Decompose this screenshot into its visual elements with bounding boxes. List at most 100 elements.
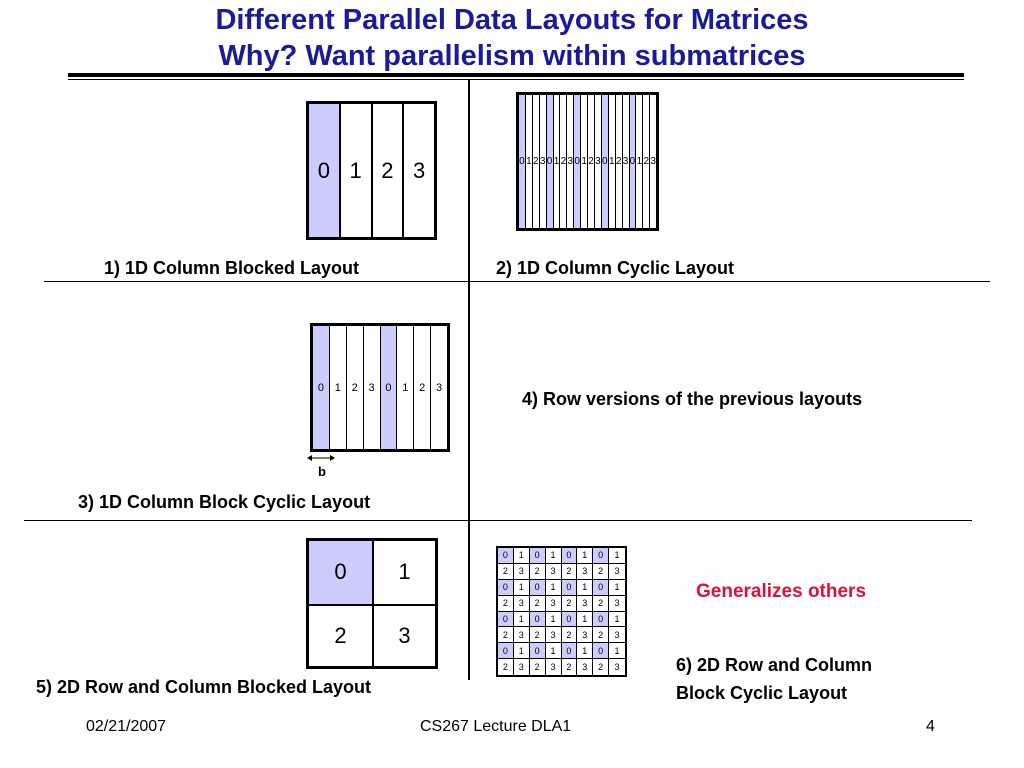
horizontal-divider-1 bbox=[44, 281, 990, 282]
blocked-2d-diagram: 0 1 2 3 bbox=[306, 538, 438, 669]
column-block: 2 bbox=[370, 104, 403, 237]
block-cyclic-cell: 1 bbox=[609, 612, 625, 628]
block-cyclic-cell: 3 bbox=[577, 659, 594, 675]
block-cyclic-2d-caption-line2: Block Cyclic Layout bbox=[676, 683, 848, 703]
horizontal-divider-2 bbox=[24, 520, 972, 521]
block-cyclic-cell: 1 bbox=[545, 611, 562, 628]
block-cyclic-column: 2 bbox=[413, 326, 431, 449]
cyclic-column: 0 bbox=[545, 95, 553, 228]
block-cyclic-cell: 3 bbox=[614, 662, 620, 673]
footer-date: 02/21/2007 bbox=[86, 718, 167, 735]
block-cyclic-column: 0 bbox=[379, 326, 397, 449]
cyclic-column: 2 bbox=[642, 95, 650, 228]
block-cyclic-cell: 1 bbox=[577, 611, 594, 628]
block-cyclic-cell: 0 bbox=[593, 643, 610, 660]
block-cyclic-cell: 2 bbox=[561, 627, 578, 644]
block-width-arrow bbox=[307, 455, 335, 461]
slide-title-line2: Why? Want parallelism within submatrices bbox=[218, 40, 806, 72]
block-cyclic-cell: 2 bbox=[498, 563, 514, 580]
block-cyclic-cell: 3 bbox=[513, 563, 530, 580]
block-cyclic-cell: 0 bbox=[529, 548, 546, 564]
cyclic-column: 3 bbox=[593, 95, 601, 228]
block-cyclic-cell: 1 bbox=[513, 579, 530, 596]
block-cyclic-cell: 1 bbox=[577, 579, 594, 596]
block-cyclic-column: 0 bbox=[313, 326, 329, 449]
cyclic-column: 0 bbox=[628, 95, 636, 228]
block-cyclic-cell: 0 bbox=[529, 643, 546, 660]
block-cyclic-cell: 2 bbox=[593, 627, 610, 644]
title-underline-thin bbox=[68, 79, 964, 80]
block-cyclic-cell: 1 bbox=[513, 611, 530, 628]
block-cyclic-cell: 3 bbox=[513, 627, 530, 644]
block-cyclic-cell: 2 bbox=[529, 563, 546, 580]
vertical-divider bbox=[468, 80, 470, 680]
cyclic-column: 2 bbox=[531, 95, 539, 228]
block-cyclic-cell: 1 bbox=[577, 643, 594, 660]
block-cyclic-cell: 2 bbox=[561, 595, 578, 612]
blocked-2d-cell: 0 bbox=[309, 541, 372, 604]
block-cyclic-cell: 1 bbox=[609, 548, 625, 564]
cyclic-column: 2 bbox=[587, 95, 594, 228]
cyclic-column: 1 bbox=[524, 95, 532, 228]
cyclic-column: 0 bbox=[573, 95, 581, 228]
block-cyclic-cell: 2 bbox=[593, 595, 610, 612]
cyclic-column: 2 bbox=[559, 95, 567, 228]
block-cyclic-column: 3 bbox=[430, 326, 447, 449]
block-cyclic-cell: 0 bbox=[561, 548, 578, 564]
block-cyclic-cell: 1 bbox=[609, 580, 625, 596]
blocked-2d-caption: 5) 2D Row and Column Blocked Layout bbox=[36, 677, 372, 697]
block-cyclic-cell: 0 bbox=[593, 611, 610, 628]
cyclic-column: 0 bbox=[519, 95, 525, 228]
block-cyclic-cell: 3 bbox=[609, 564, 625, 580]
slide-title-line1: Different Parallel Data Layouts for Matr… bbox=[215, 4, 809, 36]
cyclic-column: 0 bbox=[600, 95, 608, 228]
column-block: 1 bbox=[338, 104, 371, 237]
block-cyclic-column: 3 bbox=[362, 326, 380, 449]
cyclic-column: 1 bbox=[552, 95, 560, 228]
block-cyclic-cell: 3 bbox=[545, 627, 562, 644]
column-block: 3 bbox=[402, 104, 434, 237]
footer-page-number: 4 bbox=[926, 718, 935, 735]
title-underline bbox=[68, 73, 964, 77]
cyclic-column: 1 bbox=[580, 95, 588, 228]
block-cyclic-cell: 0 bbox=[561, 611, 578, 628]
block-cyclic-cell: 1 bbox=[545, 548, 562, 564]
block-cyclic-cell: 3 bbox=[513, 595, 530, 612]
block-cyclic-column: 2 bbox=[345, 326, 363, 449]
block-cyclic-cell: 0 bbox=[561, 643, 578, 660]
row-versions-caption: 4) Row versions of the previous layouts bbox=[522, 389, 863, 409]
block-cyclic-cell: 0 bbox=[529, 611, 546, 628]
block-cyclic-cell: 3 bbox=[577, 627, 594, 644]
block-cyclic-cell: 2 bbox=[562, 659, 578, 675]
block-cyclic-cell: 0 bbox=[593, 579, 610, 596]
block-cyclic-cell: 3 bbox=[514, 659, 530, 675]
block-cyclic-cell: 0 bbox=[561, 579, 578, 596]
column-block-cyclic-caption: 3) 1D Column Block Cyclic Layout bbox=[78, 492, 371, 512]
cyclic-column: 3 bbox=[566, 95, 574, 228]
block-cyclic-cell: 1 bbox=[513, 643, 530, 660]
column-blocked-caption: 1) 1D Column Blocked Layout bbox=[104, 258, 360, 278]
block-cyclic-cell: 2 bbox=[498, 595, 514, 612]
block-cyclic-cell: 1 bbox=[545, 643, 562, 660]
block-cyclic-cell: 0 bbox=[498, 643, 514, 660]
block-cyclic-cell: 3 bbox=[609, 627, 625, 644]
blocked-2d-cell: 1 bbox=[372, 541, 435, 604]
cyclic-column: 3 bbox=[649, 95, 657, 228]
cyclic-column: 3 bbox=[538, 95, 546, 228]
block-cyclic-cell: 2 bbox=[498, 659, 514, 675]
column-cyclic-caption: 2) 1D Column Cyclic Layout bbox=[496, 258, 735, 278]
block-cyclic-cell: 1 bbox=[577, 548, 594, 564]
block-cyclic-cell: 2 bbox=[561, 563, 578, 580]
block-cyclic-cell: 2 bbox=[593, 563, 610, 580]
block-cyclic-cell: 1 bbox=[545, 579, 562, 596]
block-cyclic-cell: 3 bbox=[609, 596, 625, 612]
block-cyclic-cell: 3 bbox=[545, 595, 562, 612]
block-cyclic-cell: 3 bbox=[577, 563, 594, 580]
block-cyclic-cell: 2 bbox=[593, 659, 610, 675]
block-cyclic-cell: 2 bbox=[529, 627, 546, 644]
block-cyclic-cell: 0 bbox=[498, 611, 514, 628]
